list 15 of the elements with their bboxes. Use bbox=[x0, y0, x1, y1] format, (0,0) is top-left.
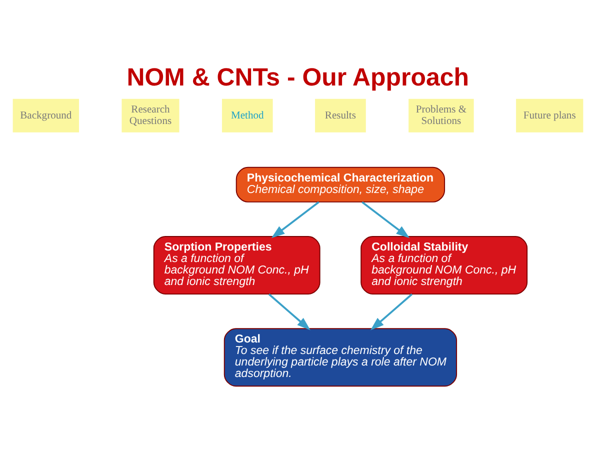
diagram-title: NOM & CNTs - Our Approach bbox=[126, 64, 469, 92]
arrow bbox=[362, 201, 410, 238]
arrow bbox=[271, 201, 320, 238]
node-box: Colloidal Stability As a function of background NOM Conc., pH and ionic strength bbox=[360, 236, 528, 295]
label: Problems & Solutions bbox=[416, 104, 467, 128]
node-box: Physicochemical Characterization Chemical composition, size, shape bbox=[236, 166, 446, 202]
label: Future plans bbox=[523, 110, 576, 122]
label: Background bbox=[20, 110, 72, 122]
node-box: Sorption Properties As a function of background NOM Conc., pH and ionic strength bbox=[153, 236, 320, 295]
label: Research Questions bbox=[129, 104, 172, 128]
label: Results bbox=[324, 110, 356, 122]
node-box: Goal To see if the surface chemistry of the underlying particle plays a role after NOM adsorption. bbox=[224, 328, 458, 387]
arrow bbox=[370, 294, 412, 330]
label: Method bbox=[230, 110, 264, 122]
arrow bbox=[268, 294, 310, 330]
